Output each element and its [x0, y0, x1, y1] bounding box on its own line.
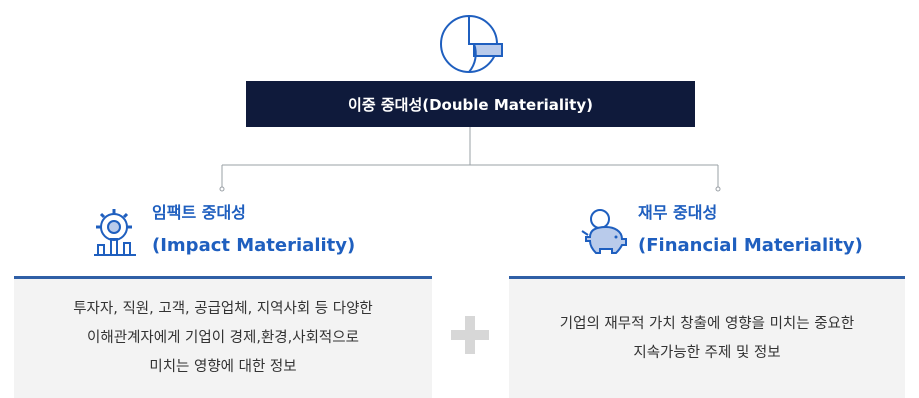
impact-description: 투자자, 직원, 고객, 공급업체, 지역사회 등 다양한 이해관계자에게 기업…: [73, 295, 373, 382]
financial-materiality-description-panel: 기업의 재무적 가치 창출에 영향을 미치는 중요한 지속가능한 주제 및 정보: [509, 276, 905, 398]
impact-materiality-subtitle: (Impact Materiality): [152, 235, 356, 256]
impact-materiality-description-panel: 투자자, 직원, 고객, 공급업체, 지역사회 등 다양한 이해관계자에게 기업…: [14, 276, 432, 398]
impact-description-line: 이해관계자에게 기업이 경제,환경,사회적으로: [87, 330, 359, 346]
financial-materiality-heading: 재무 중대성 (Financial Materiality): [578, 203, 878, 267]
financial-materiality-title: 재무 중대성: [638, 203, 718, 222]
plus-icon: [451, 316, 489, 354]
financial-materiality-subtitle: (Financial Materiality): [638, 235, 863, 256]
double-materiality-title: 이중 중대성(Double Materiality): [348, 95, 593, 114]
impact-materiality-heading: 임팩트 중대성 (Impact Materiality): [92, 203, 392, 267]
double-materiality-title-bar: 이중 중대성(Double Materiality): [246, 81, 695, 127]
impact-description-line: 미치는 영향에 대한 정보: [149, 359, 297, 375]
financial-description-line: 지속가능한 주제 및 정보: [633, 344, 781, 361]
gear-chart-icon: [94, 209, 136, 256]
financial-description: 기업의 재무적 가치 창출에 영향을 미치는 중요한 지속가능한 주제 및 정보: [560, 310, 854, 368]
impact-description-line: 투자자, 직원, 고객, 공급업체, 지역사회 등 다양한: [73, 301, 373, 317]
financial-description-line: 기업의 재무적 가치 창출에 영향을 미치는 중요한: [559, 315, 855, 332]
pie-chart-icon: [440, 14, 503, 73]
piggy-bank-icon: [581, 209, 627, 254]
impact-materiality-title: 임팩트 중대성: [152, 203, 246, 222]
